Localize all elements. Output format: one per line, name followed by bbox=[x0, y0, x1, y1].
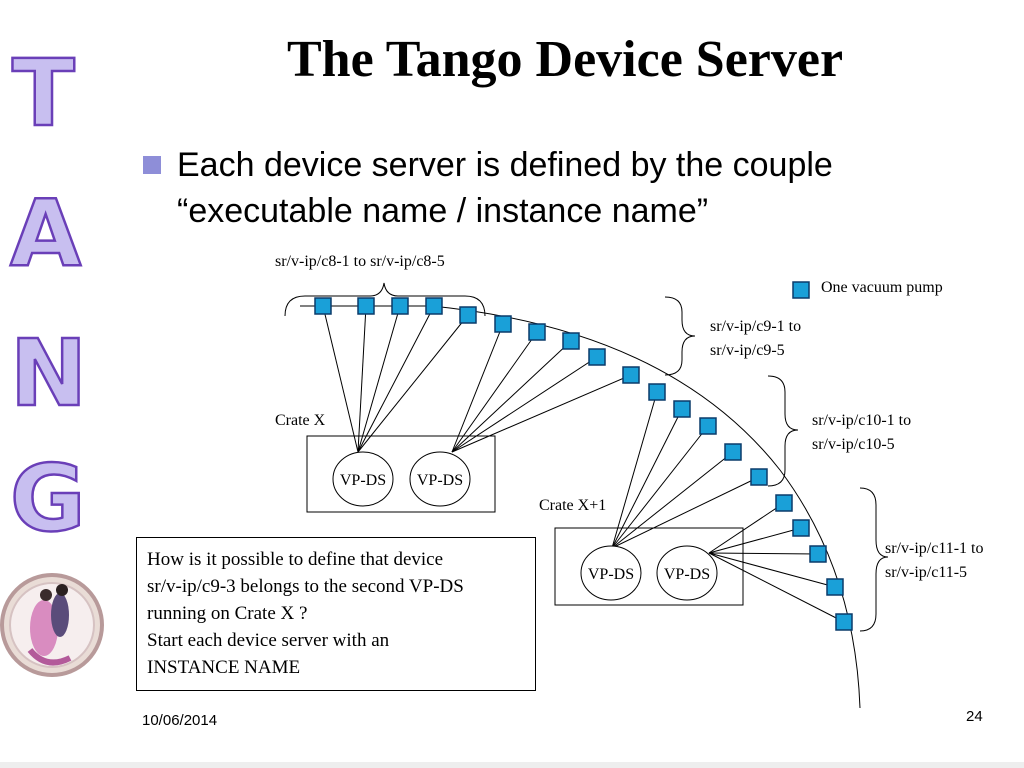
vp-ds-server: VP-DS bbox=[656, 545, 718, 601]
group-label-c10: sr/v-ip/c10-1 to bbox=[812, 412, 911, 429]
brace-c11 bbox=[859, 487, 889, 632]
bullet-square-icon bbox=[143, 156, 161, 174]
vacuum-pump-icon bbox=[699, 417, 717, 435]
vacuum-pump-icon bbox=[673, 400, 691, 418]
vp-ds-label: VP-DS bbox=[664, 566, 710, 583]
brace-c8 bbox=[284, 282, 486, 317]
crate-label: Crate X bbox=[275, 412, 326, 429]
group-label-c11: sr/v-ip/c11-5 bbox=[885, 564, 967, 581]
vacuum-pump-icon bbox=[459, 306, 477, 324]
brace-c9 bbox=[664, 296, 696, 376]
bottom-rule bbox=[0, 762, 1024, 768]
group-label-c10: sr/v-ip/c10-5 bbox=[812, 436, 895, 453]
vp-ds-server: VP-DS bbox=[409, 451, 471, 507]
crate-label: Crate X+1 bbox=[539, 497, 606, 514]
vacuum-pump-icon bbox=[314, 297, 332, 315]
vacuum-pump-icon bbox=[750, 468, 768, 486]
tango-side-logo: T A N G bbox=[0, 39, 104, 677]
vacuum-pump-icon bbox=[826, 578, 844, 596]
question-note-box: How is it possible to define that device… bbox=[136, 537, 536, 691]
vacuum-pump-icon bbox=[528, 323, 546, 341]
legend-pump-icon bbox=[792, 281, 810, 299]
vacuum-pump-icon bbox=[391, 297, 409, 315]
vp-ds-label: VP-DS bbox=[417, 472, 463, 489]
brace-c10 bbox=[767, 375, 799, 487]
logo-letter-t: T bbox=[12, 40, 75, 147]
legend-label: One vacuum pump bbox=[821, 279, 943, 296]
vp-ds-label: VP-DS bbox=[588, 566, 634, 583]
logo-letter-g: G bbox=[10, 445, 86, 552]
logo-letter-n: N bbox=[10, 320, 87, 427]
logo-letter-a: A bbox=[10, 180, 81, 287]
vacuum-pump-icon bbox=[425, 297, 443, 315]
bullet-text: Each device server is defined by the cou… bbox=[177, 146, 833, 230]
vp-ds-label: VP-DS bbox=[340, 472, 386, 489]
crate-x-box bbox=[306, 435, 496, 513]
vacuum-pump-icon bbox=[588, 348, 606, 366]
slide-title: The Tango Device Server bbox=[286, 31, 844, 88]
vacuum-pump-icon bbox=[835, 613, 853, 631]
vacuum-pump-icon bbox=[648, 383, 666, 401]
vacuum-pump-icon bbox=[724, 443, 742, 461]
vacuum-pump-icon bbox=[494, 315, 512, 333]
vp-ds-server: VP-DS bbox=[580, 545, 642, 601]
vacuum-pump-icon bbox=[809, 545, 827, 563]
group-label-c11: sr/v-ip/c11-1 to bbox=[885, 540, 984, 557]
crate-x1-box bbox=[554, 527, 744, 606]
vacuum-pump-icon bbox=[775, 494, 793, 512]
group-label-c9: sr/v-ip/c9-1 to bbox=[710, 318, 801, 335]
slide-number: 24 bbox=[966, 708, 983, 725]
tango-dancers-medallion bbox=[0, 573, 104, 677]
crate-x1-wires bbox=[611, 391, 845, 623]
vacuum-pump-icon bbox=[562, 332, 580, 350]
vp-ds-server: VP-DS bbox=[332, 451, 394, 507]
vacuum-pump-icon bbox=[357, 297, 375, 315]
group-label-c8: sr/v-ip/c8-1 to sr/v-ip/c8-5 bbox=[275, 253, 445, 270]
vacuum-pump-icon bbox=[622, 366, 640, 384]
footer-date: 10/06/2014 bbox=[142, 712, 218, 729]
bullet-item: Each device server is defined by the cou… bbox=[143, 142, 1003, 234]
group-label-c9: sr/v-ip/c9-5 bbox=[710, 342, 785, 359]
crate-x-wires bbox=[322, 305, 632, 453]
vacuum-pump-icon bbox=[792, 519, 810, 537]
